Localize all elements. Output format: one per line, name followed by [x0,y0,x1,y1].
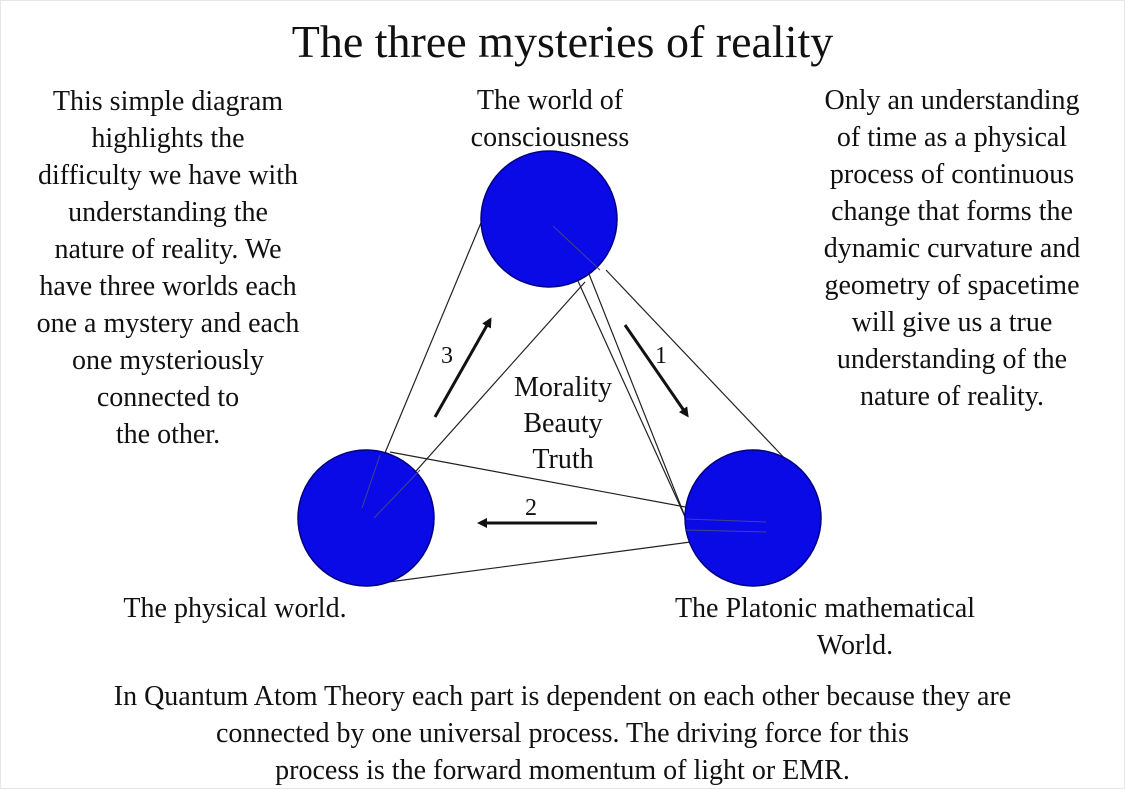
physical-world-label: The physical world. [70,590,400,627]
arrow-2-label: 2 [525,495,537,521]
left-paragraph-line: one mysteriously [71,345,265,376]
right-paragraph-line: change that forms the [831,196,1073,227]
overlay-line [685,518,767,523]
bottom-paragraph-line: In Quantum Atom Theory each part is depe… [113,681,1012,712]
left-paragraph: This simple diagram highlights the diffi… [0,83,336,453]
bottom-paragraph-line: process is the forward momentum of light… [275,755,850,786]
platonic-label-line: World. [816,630,894,661]
arrow-3 [433,317,492,418]
platonic-label-line: The Platonic mathematical [674,593,976,624]
left-paragraph-line: highlights the [91,123,245,154]
center-values: Morality Beauty Truth [468,370,658,478]
bottom-paragraph-line: connected by one universal process. The … [215,718,910,749]
right-paragraph-line: dynamic curvature and [823,233,1081,264]
consciousness-label-line: consciousness [470,122,630,153]
platonic-world-circle [684,449,822,587]
right-paragraph-line: geometry of spacetime [824,270,1080,301]
right-paragraph-line: will give us a true [851,307,1053,338]
platonic-world-label: The Platonic mathematical World. [630,590,1020,664]
left-paragraph-line: have three worlds each [39,271,297,302]
left-paragraph-line: one a mystery and each [36,308,300,339]
left-paragraph-line: connected to [96,382,240,413]
overlay-line [373,469,421,519]
right-paragraph: Only an understanding of time as a physi… [782,82,1122,415]
slide-title: The three mysteries of reality [291,16,834,67]
overlay-lines [361,225,767,533]
right-paragraph-line: Only an understanding [824,85,1080,116]
overlay-line [361,454,381,509]
physical-world-circle [297,449,435,587]
bottom-paragraph: In Quantum Atom Theory each part is depe… [0,678,1125,789]
left-paragraph-line: understanding the [68,197,268,228]
connection-line [605,269,791,465]
arrow-3-label: 3 [441,343,453,369]
consciousness-world-circle [480,150,618,288]
physical-label-line: The physical world. [123,593,347,624]
left-paragraph-line: the other. [115,419,221,450]
arrow-1-label: 1 [655,343,667,369]
overlay-line [685,529,767,533]
left-paragraph-line: difficulty we have with [38,160,298,191]
consciousness-label-line: The world of [476,85,624,116]
arrow-1 [623,324,689,418]
center-value-morality: Morality [514,372,612,403]
right-paragraph-line: nature of reality. [860,381,1044,412]
center-value-truth: Truth [532,444,594,475]
right-paragraph-line: understanding of the [836,344,1068,375]
right-paragraph-line: process of continuous [829,159,1075,190]
right-paragraph-line: of time as a physical [836,122,1068,153]
left-paragraph-line: nature of reality. We [54,234,282,265]
left-paragraph-line: This simple diagram [52,86,284,117]
consciousness-world-label: The world of consciousness [430,82,670,156]
overlay-line [552,225,601,271]
connection-line [569,225,687,520]
center-value-beauty: Beauty [523,408,603,439]
